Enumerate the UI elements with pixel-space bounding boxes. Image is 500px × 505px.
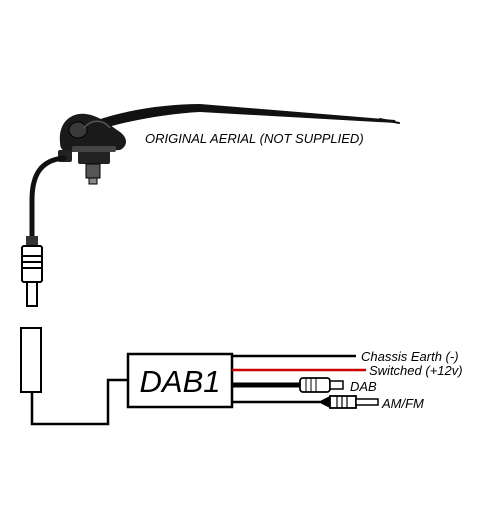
aerial-cable — [29, 155, 67, 241]
amfm-connector — [318, 395, 379, 409]
amfm-connector-body — [329, 395, 357, 409]
mount-nut — [78, 150, 110, 164]
aerial-mast — [72, 104, 396, 136]
mount-washer — [72, 146, 116, 152]
aerial-hinge — [68, 121, 88, 139]
plug-collar — [26, 236, 38, 246]
dab1-module-label: DAB1 — [140, 364, 221, 399]
socket-lead — [30, 378, 128, 426]
aerial-assembly — [58, 104, 400, 185]
aerial-cap — [83, 120, 111, 129]
amfm-label: AM/FM — [381, 396, 424, 411]
aerial-label: ORIGINAL AERIAL (NOT SUPPLIED) — [145, 131, 364, 146]
input-socket — [20, 327, 42, 393]
chassis-earth-label: Chassis Earth (-) — [361, 349, 459, 364]
dab-connector — [299, 377, 344, 393]
dab1-module-box — [126, 352, 234, 409]
switched-label: Switched (+12v) — [369, 363, 463, 378]
mount-thread — [88, 177, 98, 185]
aerial-plug — [21, 236, 43, 307]
dab-label: DAB — [350, 379, 377, 394]
mount-stud — [85, 163, 101, 179]
aerial-tip — [379, 118, 400, 124]
amfm-connector-boot — [318, 396, 330, 408]
plug-body — [21, 245, 43, 283]
dab-connector-body — [299, 377, 331, 393]
plug-tip — [26, 281, 38, 307]
amfm-connector-pin — [355, 398, 379, 406]
dab-connector-tip — [329, 380, 344, 390]
